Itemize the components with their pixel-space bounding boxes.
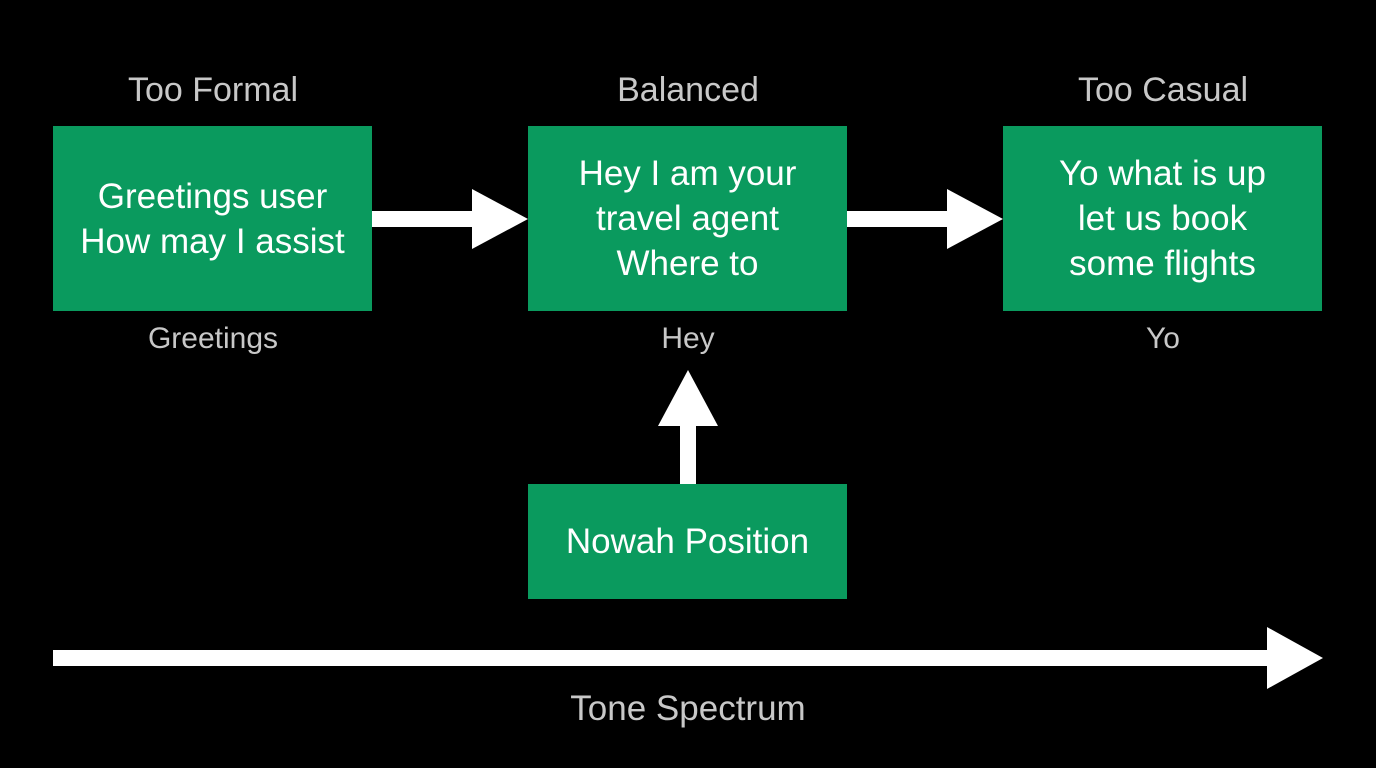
heading-too-casual: Too Casual bbox=[1077, 71, 1249, 109]
box-balanced-line-1: Hey I am your bbox=[578, 154, 797, 193]
sublabel-yo: Yo bbox=[1146, 322, 1180, 355]
sublabel-greetings: Greetings bbox=[147, 322, 279, 355]
box-too-casual: Yo what is up let us book some flights bbox=[1003, 126, 1322, 311]
box-too-formal: Greetings user How may I assist bbox=[53, 126, 372, 311]
heading-balanced: Balanced bbox=[617, 71, 759, 109]
box-nowah-position-label: Nowah Position bbox=[565, 522, 810, 561]
box-too-formal-line-1: Greetings user bbox=[97, 176, 328, 216]
arrow-formal-to-balanced bbox=[372, 189, 528, 249]
box-balanced-line-3: Where to bbox=[616, 244, 759, 283]
tone-spectrum-axis-arrow bbox=[53, 627, 1323, 689]
box-balanced: Hey I am your travel agent Where to bbox=[528, 126, 847, 311]
tone-spectrum-label: Tone Spectrum bbox=[570, 689, 806, 728]
box-too-casual-line-3: some flights bbox=[1069, 244, 1256, 283]
sublabel-hey: Hey bbox=[661, 322, 715, 355]
box-too-casual-line-2: let us book bbox=[1077, 199, 1248, 238]
box-balanced-line-2: travel agent bbox=[596, 199, 779, 238]
arrow-balanced-to-casual bbox=[847, 189, 1003, 249]
box-too-formal-line-2: How may I assist bbox=[80, 221, 345, 261]
arrow-position-up bbox=[658, 370, 718, 484]
box-too-casual-line-1: Yo what is up bbox=[1059, 154, 1266, 193]
heading-too-formal: Too Formal bbox=[127, 71, 299, 109]
box-nowah-position: Nowah Position bbox=[528, 484, 847, 599]
